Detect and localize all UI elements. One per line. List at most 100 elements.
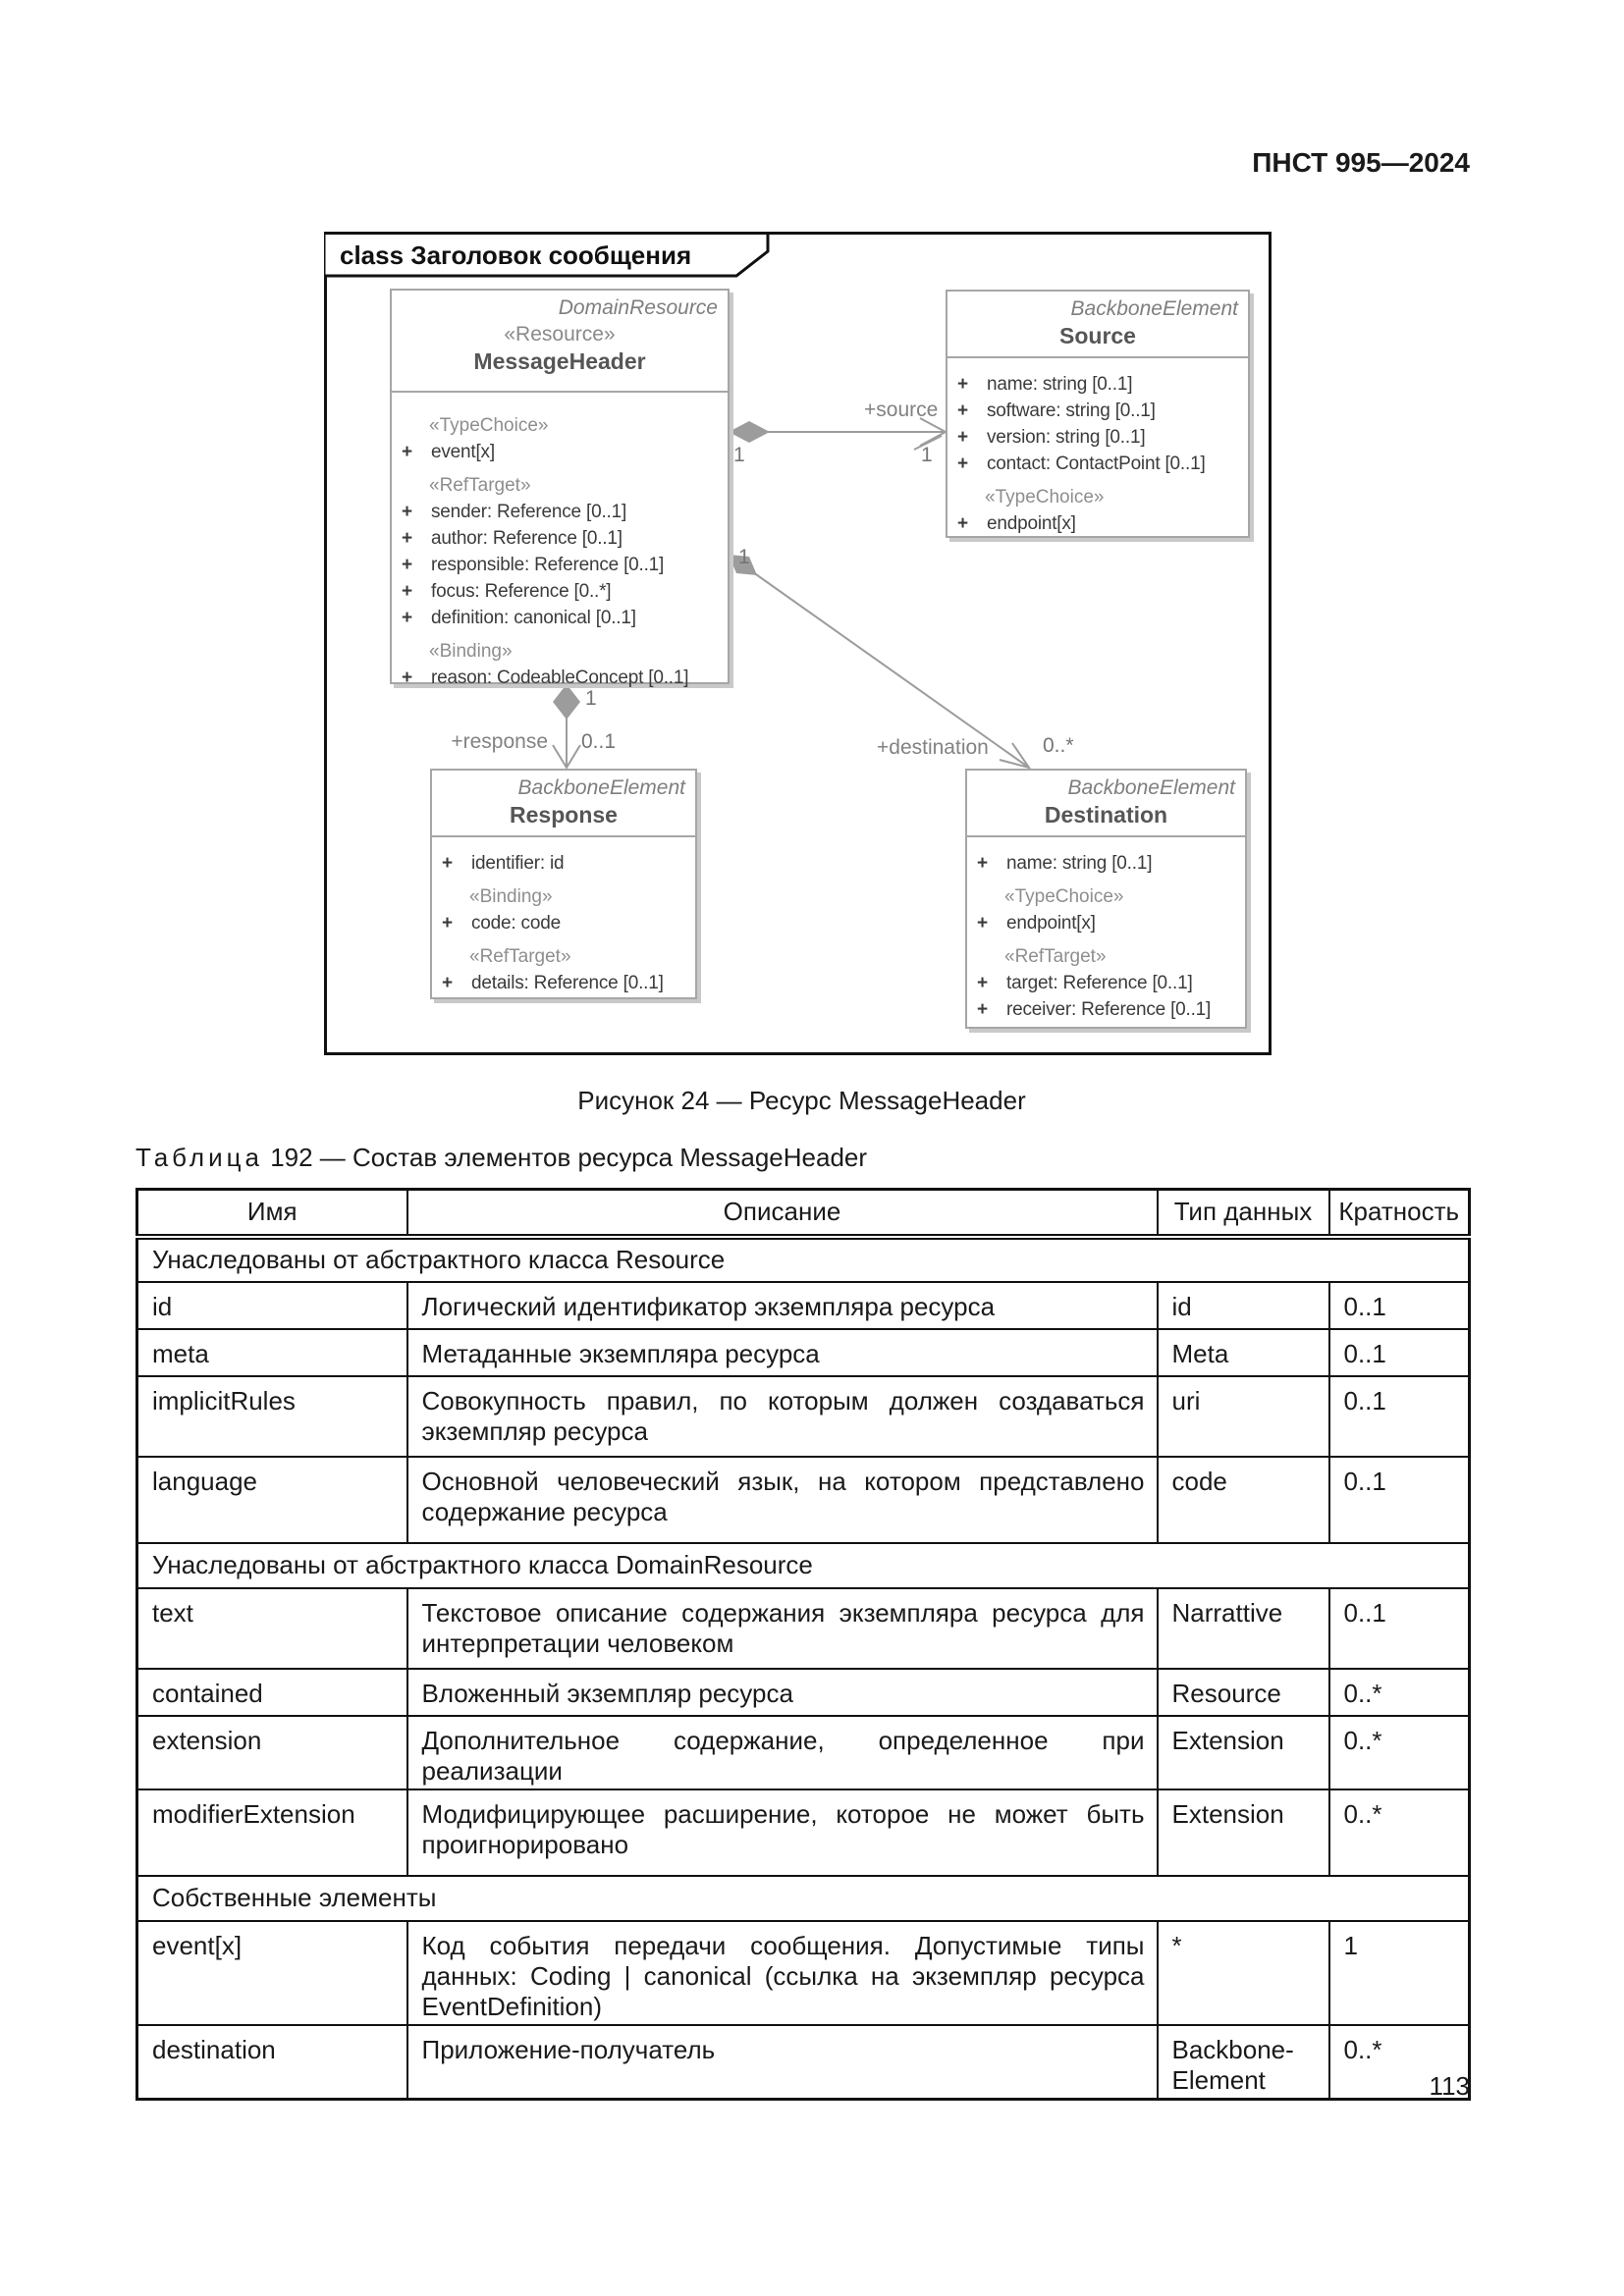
cell-datatype: Extension [1156, 1788, 1330, 1877]
frame-label-tab [324, 232, 770, 278]
cell-cardinality: 0..* [1327, 1667, 1471, 1717]
visibility-public-sign: + [402, 667, 412, 688]
cell-description: Приложение-получатель [406, 2023, 1159, 2101]
visibility-public-sign: + [402, 608, 412, 628]
uml-attribute-text: version: string [0..1] [987, 427, 1146, 448]
visibility-public-sign: + [977, 913, 988, 934]
uml-stereotype-label: «Binding» [429, 641, 513, 662]
uml-attribute-text: name: string [0..1] [1006, 853, 1153, 874]
visibility-public-sign: + [442, 853, 453, 874]
uml-attribute: + identifier: id [432, 850, 695, 877]
source-multiplicity-to: 1 [921, 444, 933, 466]
uml-attribute: +details: Reference [0..1] [432, 970, 695, 996]
destination-multiplicity-to: 0..* [1043, 734, 1074, 757]
class-members: «TypeChoice»+event[x]«RefTarget»+sender:… [392, 393, 728, 691]
uml-stereotype-label: «RefTarget» [469, 946, 571, 967]
uml-attribute: +event[x] [392, 439, 728, 465]
visibility-public-sign: + [957, 513, 968, 534]
visibility-public-sign: + [402, 502, 412, 522]
cell-name: id [135, 1280, 408, 1330]
uml-attribute-text: endpoint[x] [987, 513, 1076, 534]
uml-class-response: BackboneElement Response +identifier: id… [430, 769, 697, 999]
class-header: BackboneElement Destination [967, 771, 1245, 837]
uml-attribute: +target: Reference [0..1] [967, 970, 1245, 996]
cell-name: implicitRules [135, 1374, 408, 1458]
section-title: Унаследованы от абстрактного класса Doma… [135, 1541, 1471, 1589]
class-header: BackboneElement Source [947, 292, 1248, 358]
uml-stereotype-label: «TypeChoice» [1004, 886, 1124, 907]
cell-description: Дополнительное содержание, определенное … [406, 1714, 1159, 1790]
visibility-public-sign: + [402, 581, 412, 602]
response-multiplicity-to: 0..1 [581, 730, 617, 753]
class-supertype: BackboneElement [517, 776, 685, 799]
uml-class-destination: BackboneElement Destination +name: strin… [965, 769, 1247, 1029]
cell-description: Метаданные экземпляра ресурса [406, 1327, 1159, 1377]
response-role-label: +response [451, 730, 548, 753]
column-header-datatype: Тип данных [1156, 1188, 1330, 1240]
uml-attribute-text: responsible: Reference [0..1] [431, 555, 665, 575]
table-row: event[x]Код события передачи сообщения. … [135, 1919, 1471, 2026]
frame-label: class Заголовок сообщения [340, 240, 692, 270]
visibility-public-sign: + [442, 973, 453, 993]
class-stereotype: «Resource» [504, 323, 616, 346]
uml-class-messageheader: DomainResource «Resource» MessageHeader … [390, 289, 730, 688]
response-multiplicity-from: 1 [585, 687, 597, 710]
cell-name: modifierExtension [135, 1788, 408, 1877]
cell-datatype: * [1156, 1919, 1330, 2026]
uml-attribute: +definition: canonical [0..1] [392, 605, 728, 631]
uml-attribute: +name: string [0..1] [967, 850, 1245, 877]
class-supertype: BackboneElement [1067, 776, 1235, 799]
cell-cardinality: 0..1 [1327, 1455, 1471, 1544]
table-section-row: Собственные элементы [135, 1874, 1471, 1922]
cell-name: contained [135, 1667, 408, 1717]
cell-datatype: uri [1156, 1374, 1330, 1458]
visibility-public-sign: + [977, 973, 988, 993]
class-supertype: DomainResource [558, 296, 718, 319]
cell-cardinality: 1 [1327, 1919, 1471, 2026]
uml-attribute: + endpoint[x] [947, 510, 1248, 537]
uml-attribute-text: focus: Reference [0..*] [431, 581, 612, 602]
cell-description: Вложенный экземпляр ресурса [406, 1667, 1159, 1717]
cell-datatype: id [1156, 1280, 1330, 1330]
uml-attribute-text: software: string [0..1] [987, 400, 1156, 421]
standard-reference: ПНСТ 995—2024 [1252, 147, 1470, 178]
cell-datatype: Resource [1156, 1667, 1330, 1717]
class-name: Source [1059, 323, 1136, 348]
visibility-public-sign: + [957, 454, 968, 474]
uml-attribute: +endpoint[x] [967, 910, 1245, 936]
page-number: 113 [1429, 2071, 1470, 2101]
visibility-public-sign: + [957, 374, 968, 395]
cell-cardinality: 0..* [1327, 1714, 1471, 1790]
cell-cardinality: 0..* [1327, 2023, 1471, 2101]
class-name: Destination [1044, 802, 1168, 828]
uml-attribute-text: identifier: id [471, 853, 565, 874]
cell-name: text [135, 1586, 408, 1670]
uml-attribute-text: reason: CodeableConcept [0..1] [431, 667, 689, 688]
uml-attribute: +software: string [0..1] [947, 398, 1248, 424]
class-members: +identifier: id«Binding»+code: code«RefT… [432, 837, 695, 996]
visibility-public-sign: + [977, 999, 988, 1020]
visibility-public-sign: + [402, 555, 412, 575]
cell-datatype: Narrattive [1156, 1586, 1330, 1670]
visibility-public-sign: + [402, 442, 412, 462]
cell-datatype: Meta [1156, 1327, 1330, 1377]
uml-stereotype-label: «TypeChoice» [429, 415, 549, 436]
section-title: Собственные элементы [135, 1874, 1471, 1922]
uml-attribute: +code: code [432, 910, 695, 936]
class-members: +name: string [0..1]+software: string [0… [947, 358, 1248, 537]
column-header-description: Описание [406, 1188, 1159, 1240]
cell-description: Текстовое описание содержания экземпляра… [406, 1586, 1159, 1670]
class-supertype: BackboneElement [1070, 297, 1238, 320]
cell-datatype: code [1156, 1455, 1330, 1544]
uml-attribute-text: name: string [0..1] [987, 374, 1133, 395]
cell-name: extension [135, 1714, 408, 1790]
destination-multiplicity-from: 1 [738, 546, 750, 568]
uml-stereotype-label: «TypeChoice» [985, 487, 1105, 507]
elements-table: Имя Описание Тип данных Кратность Унасле… [135, 1188, 1471, 2101]
uml-attribute: + focus: Reference [0..*] [392, 578, 728, 605]
